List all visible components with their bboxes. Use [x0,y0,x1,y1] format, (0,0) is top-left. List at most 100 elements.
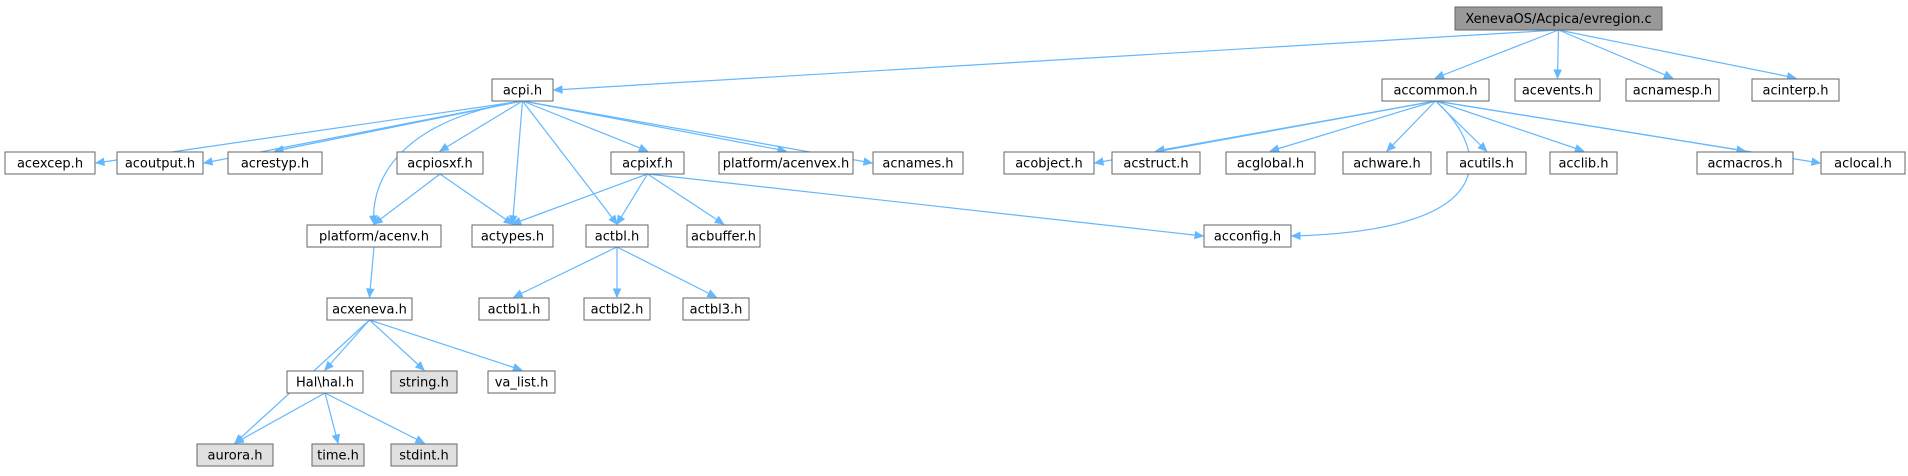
edge-line [1386,100,1436,152]
node-label: acrestyp.h [241,157,309,172]
node-label: acpixf.h [622,157,673,172]
edge-root-to-acinterp [1558,29,1797,81]
edge-line [369,319,425,371]
node-acnamesp[interactable]: acnamesp.h [1625,78,1720,102]
edge-arrowhead [1386,141,1396,152]
edge-acenv-to-acxeneva [366,246,375,299]
edge-arrowhead [438,142,450,152]
node-timeh[interactable]: time.h [311,443,365,467]
edge-line [439,100,523,152]
node-label: acoutput.h [125,157,195,172]
node-actbl3[interactable]: actbl3.h [682,297,750,321]
edge-line [522,100,648,152]
edge-acpi-to-acpixf [522,100,649,152]
edge-arrowhead [373,215,384,225]
node-stdint[interactable]: stdint.h [390,443,458,467]
edge-arrowhead [638,143,649,152]
edge-acpixf-to-actbl [616,173,649,226]
node-accommon[interactable]: accommon.h [1381,78,1490,102]
node-layer: XenevaOS/Acpica/evregion.c acpi.h accommon… [4,6,1906,467]
node-acglobal[interactable]: acglobal.h [1225,151,1316,175]
edge-root-to-acnamesp [1558,29,1674,79]
edge-root-to-accommon [1434,29,1559,79]
node-acnames[interactable]: acnames.h [872,151,964,175]
edge-line [1291,100,1471,237]
node-label: va_list.h [495,376,549,391]
node-label: acxeneva.h [332,303,407,318]
edge-line [647,173,1204,237]
node-actbl1[interactable]: actbl1.h [478,297,550,321]
edge-arrowhead [1663,70,1674,79]
edge-actbl-to-actbl1 [512,246,618,298]
node-acenvex[interactable]: platform/acenvex.h [718,151,854,175]
edge-arrowhead [1553,69,1562,80]
edge-acpiosxf-to-actypes [439,173,514,225]
node-acpixf[interactable]: acpixf.h [610,151,685,175]
node-label: XenevaOS/Acpica/evregion.c [1465,12,1651,27]
node-label: acpiosxf.h [407,157,472,172]
node-acpiosxf[interactable]: acpiosxf.h [396,151,484,175]
edge-halh-to-aurora [233,392,326,444]
edge-accommon-to-acstruct [1154,100,1436,154]
edge-arrowhead [512,363,523,372]
edge-arrowhead [608,214,618,225]
node-acconfig[interactable]: acconfig.h [1203,224,1292,248]
node-label: acobject.h [1015,157,1083,172]
node-acutils[interactable]: acutils.h [1446,151,1527,175]
node-stringh[interactable]: string.h [390,370,458,394]
node-box [1003,151,1095,175]
edge-line [1558,29,1673,79]
node-box [1225,151,1316,175]
node-acbuffer[interactable]: acbuffer.h [686,224,761,248]
node-acpi[interactable]: acpi.h [491,78,554,102]
node-aclocal[interactable]: aclocal.h [1820,151,1906,175]
node-aurora[interactable]: aurora.h [196,443,274,467]
edge-line [439,173,513,225]
node-box [396,151,484,175]
node-root[interactable]: XenevaOS/Acpica/evregion.c [1454,6,1663,31]
node-acinterp[interactable]: acinterp.h [1751,78,1840,102]
edge-actbl-to-actbl2 [612,247,622,299]
node-box [4,151,96,175]
node-valist[interactable]: va_list.h [487,370,556,394]
node-label: acpi.h [503,84,542,99]
node-acenv[interactable]: platform/acenv.h [306,224,442,248]
edge-arrowhead [862,157,874,166]
node-acxeneva[interactable]: acxeneva.h [326,297,413,321]
node-label: actbl3.h [690,303,743,318]
edge-arrowhead [366,288,375,299]
node-acexcep[interactable]: acexcep.h [4,151,96,175]
node-label: acnamesp.h [1633,84,1712,99]
edge-arrowhead [414,361,425,371]
node-achware[interactable]: achware.h [1342,151,1432,175]
edge-arrowhead [324,360,334,371]
node-acstruct[interactable]: acstruct.h [1111,151,1201,175]
edge-line [647,173,724,225]
edge-arrowhead [706,289,718,298]
node-label: actbl.h [595,230,639,245]
node-box [326,297,413,321]
node-label: acnames.h [882,157,953,172]
edge-arrowhead [1269,144,1280,153]
node-label: acconfig.h [1214,230,1281,245]
node-box [1549,151,1618,175]
node-actbl2[interactable]: actbl2.h [583,297,651,321]
node-acoutput[interactable]: acoutput.h [116,151,204,175]
node-acmacros[interactable]: acmacros.h [1696,151,1794,175]
edge-line [616,246,717,298]
node-actbl[interactable]: actbl.h [585,224,649,248]
node-acevents[interactable]: acevents.h [1514,78,1601,102]
edge-arrowhead [233,435,245,444]
edge-arrowhead [1477,142,1488,152]
node-acclib[interactable]: acclib.h [1549,151,1618,175]
node-label: acevents.h [1522,84,1593,99]
node-acrestyp[interactable]: acrestyp.h [227,151,323,175]
node-acobject[interactable]: acobject.h [1003,151,1095,175]
node-label: aurora.h [208,449,263,464]
edge-acpixf-to-actypes [511,173,648,226]
node-halh[interactable]: Hal\hal.h [286,370,364,394]
node-label: platform/acenvex.h [723,157,850,172]
edge-arrowhead [503,215,514,225]
node-actypes[interactable]: actypes.h [471,224,554,248]
node-label: acinterp.h [1762,84,1828,99]
